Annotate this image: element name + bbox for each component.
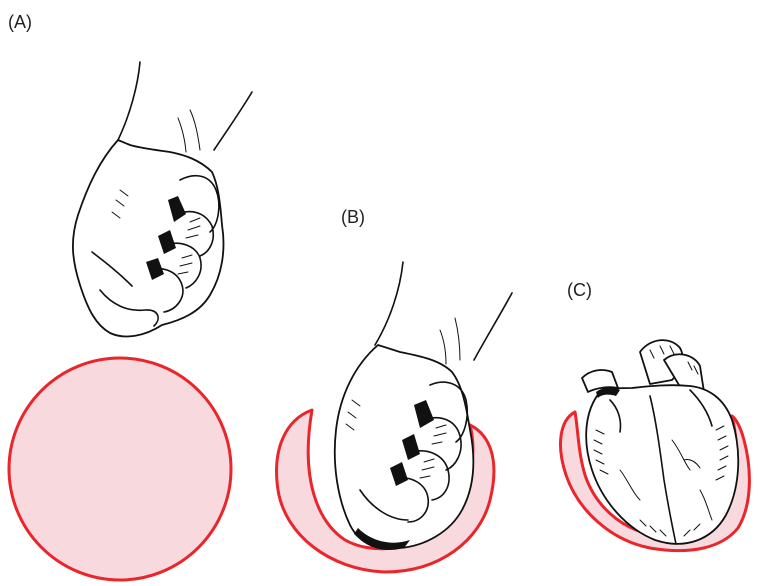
panel-b: (B) bbox=[277, 207, 512, 572]
panel-a-label: (A) bbox=[8, 12, 32, 32]
fist-icon bbox=[73, 62, 252, 336]
panel-c: (C) bbox=[560, 280, 749, 551]
panel-a: (A) bbox=[8, 12, 252, 580]
panel-b-label: (B) bbox=[341, 207, 365, 227]
panel-c-label: (C) bbox=[567, 280, 592, 300]
balloon-circle bbox=[9, 358, 231, 580]
